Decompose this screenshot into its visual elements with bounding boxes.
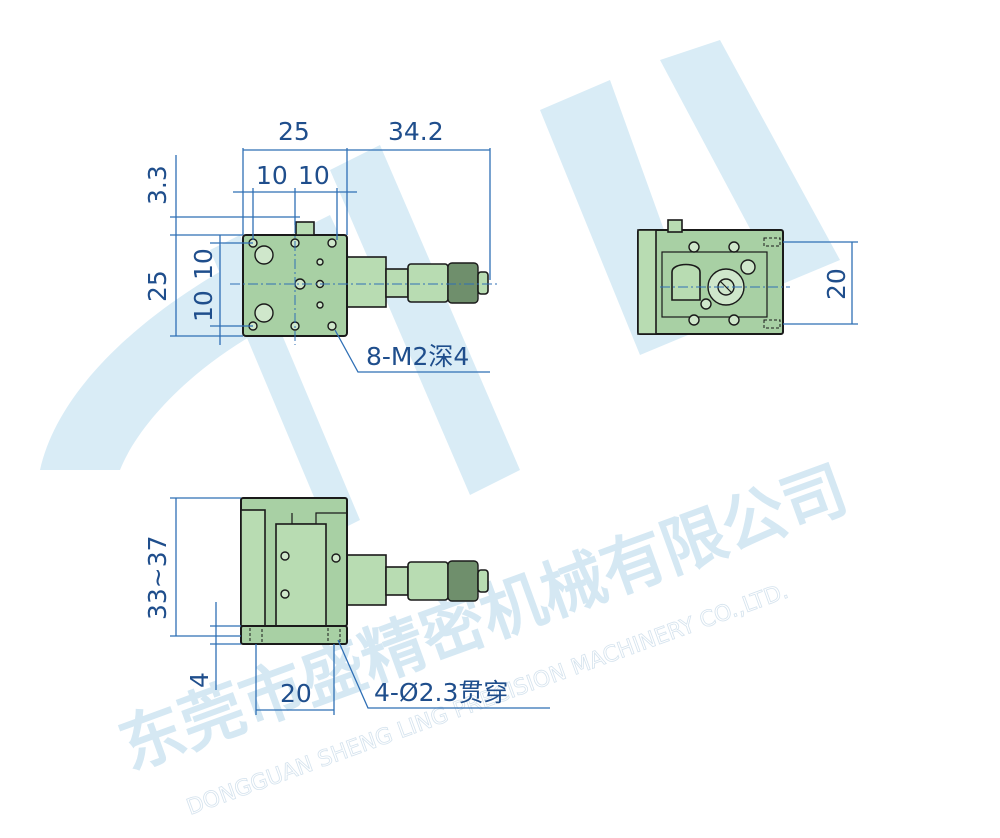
- side-dowel-top: [763, 237, 781, 247]
- front-micrometer-knurl: [447, 560, 479, 602]
- side-left-rail: [637, 229, 657, 335]
- side-hole-b: [728, 241, 740, 253]
- front-plate: [275, 523, 327, 627]
- front-micrometer-thimble: [385, 566, 409, 596]
- callout-tapped-holes: 8-M2深4: [366, 342, 469, 371]
- top-clamp-tab: [295, 221, 315, 236]
- dim-left-height: 25: [143, 270, 172, 302]
- side-dowel-bottom: [763, 319, 781, 329]
- micrometer-cap: [477, 271, 489, 295]
- micrometer-thimble: [385, 268, 409, 298]
- dim-height-range: 33~37: [143, 535, 172, 620]
- side-hole-a: [688, 241, 700, 253]
- side-hole-d: [728, 314, 740, 326]
- dim-top-width: 25: [278, 117, 310, 146]
- dim-top-reach: 34.2: [388, 117, 444, 146]
- hole-tr: [327, 238, 337, 248]
- side-top-tab: [667, 219, 683, 233]
- dim-base-thickness: 4: [185, 672, 214, 688]
- side-hole-c: [688, 314, 700, 326]
- front-micrometer-sleeve: [345, 554, 387, 606]
- hole-mb: [316, 301, 324, 309]
- dim-side-pitch: 20: [822, 268, 851, 300]
- dim-left-pitch-a: 10: [189, 248, 218, 280]
- front-hole-bottom: [280, 589, 290, 599]
- side-inner-window: [661, 251, 768, 318]
- micrometer-knurl: [447, 262, 479, 304]
- dim-left-offset: 3.3: [143, 165, 172, 205]
- hole-br: [327, 321, 337, 331]
- large-hole-bottom: [254, 303, 274, 323]
- dim-base-pitch: 20: [280, 679, 312, 708]
- side-hole-f: [700, 298, 712, 310]
- micrometer-barrel: [407, 263, 449, 303]
- watermark-logo-stroke-4: [660, 40, 840, 285]
- side-view: 20: [637, 219, 858, 335]
- front-hole-side: [331, 553, 341, 563]
- hole-mt: [316, 258, 324, 266]
- front-hole-top: [280, 551, 290, 561]
- front-micrometer-cap: [477, 569, 489, 593]
- side-hole-e: [740, 259, 756, 275]
- front-left-rail: [240, 509, 266, 627]
- callout-through-holes: 4-Ø2.3贯穿: [374, 678, 508, 707]
- side-bracket: [671, 263, 701, 301]
- top-view: 25 34.2 10 10 3.3 25 10 10 8-M2深4: [143, 117, 500, 373]
- micrometer-sleeve: [345, 256, 387, 308]
- dim-top-pitch-b: 10: [298, 161, 330, 190]
- large-hole-top: [254, 245, 274, 265]
- front-micrometer-barrel: [407, 561, 449, 601]
- watermark-logo-stroke-2: [330, 145, 520, 495]
- dim-left-pitch-b: 10: [189, 290, 218, 322]
- front-base: [240, 625, 348, 645]
- dim-top-pitch-a: 10: [256, 161, 288, 190]
- front-view: 33~37 4 20 4-Ø2.3贯穿: [143, 497, 550, 715]
